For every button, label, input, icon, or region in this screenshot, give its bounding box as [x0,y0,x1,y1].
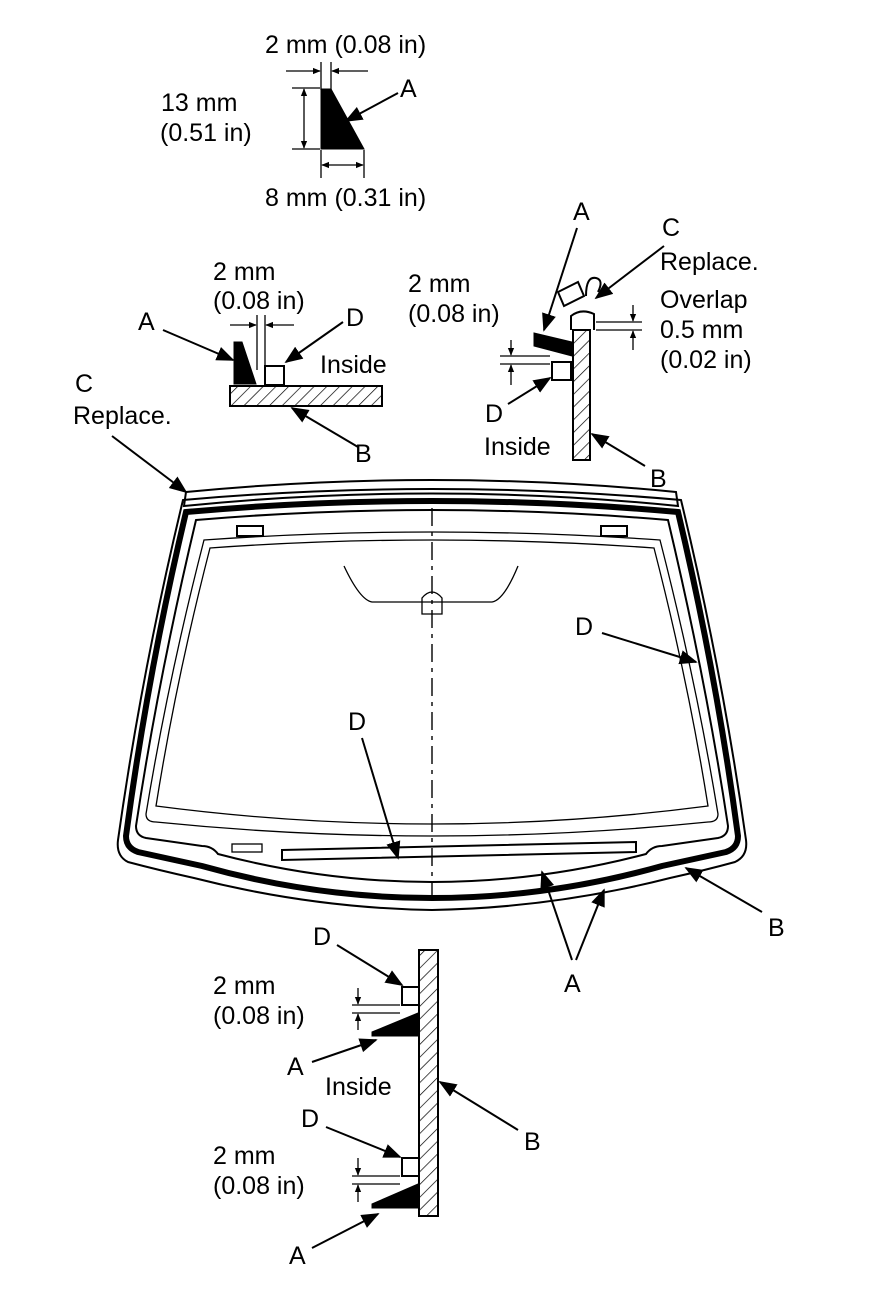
left-label-a: A [138,308,155,336]
bottom-adhesive-bead-1 [371,1012,419,1037]
windshield-label-b: B [768,914,785,942]
profile-height-in-label: (0.51 in) [160,119,252,147]
profile-leader-a [344,92,399,122]
right-leader-a [542,227,578,332]
adhesive-profile-detail: 2 mm (0.08 in) 13 mm (0.51 in) A 8 mm (0… [160,31,426,212]
windshield-lower-spacer-small [231,843,263,853]
mirror-area-outline [343,565,519,603]
bottom-dim1-mm-label: 2 mm [213,972,276,1000]
bottom-label-a1: A [287,1053,304,1081]
bottom-leader-b [438,1081,519,1131]
left-inside-label: Inside [320,351,387,379]
windshield-label-d-center: D [348,708,366,736]
profile-top-width-label: 2 mm (0.08 in) [265,31,426,59]
windshield-adhesive-band [122,498,742,902]
right-dim-in-label: (0.08 in) [408,300,500,328]
bottom-inside-label: Inside [325,1073,392,1101]
windshield-view: C Replace. D D A [73,370,785,998]
bottom-spacer-d1 [401,986,420,1006]
right-label-d: D [485,400,503,428]
right-glass-section [572,329,591,461]
right-overlap-in-label: (0.02 in) [660,346,752,374]
right-overlap-mm-label: 0.5 mm [660,316,743,344]
right-label-a: A [573,198,590,226]
left-spacer-d [264,365,285,386]
windshield-leader-d-right [601,632,698,665]
right-molding-clip [570,310,595,330]
left-glass-section [229,385,383,407]
windshield-inner-molding [134,509,730,884]
right-label-b: B [650,465,667,493]
left-section-detail: 2 mm (0.08 in) A D Inside B [138,258,387,468]
right-dim-mm-label: 2 mm [408,270,471,298]
profile-bottom-width-label: 8 mm (0.31 in) [265,184,426,212]
windshield-tab-right [600,525,628,537]
bottom-glass-section [418,949,439,1217]
left-leader-d [284,321,344,364]
bottom-label-d1: D [313,923,331,951]
bottom-spacer-d2 [401,1157,420,1177]
bottom-dim2-in-label: (0.08 in) [213,1172,305,1200]
windshield-label-a: A [564,970,581,998]
left-dim-in-label: (0.08 in) [213,287,305,315]
left-adhesive-bead [233,341,257,385]
windshield-leader-a-1 [540,870,573,961]
bottom-leader-d1 [336,944,404,986]
windshield-leader-b [684,867,763,913]
bottom-label-d2: D [301,1105,319,1133]
mirror-mount [421,591,443,615]
bottom-dim2-mm-label: 2 mm [213,1142,276,1170]
right-spacer-d [551,361,572,381]
right-replace-label: Replace. [660,248,759,276]
profile-label-a: A [400,75,417,103]
bottom-label-a2: A [289,1242,306,1270]
right-section-detail: A C Replace. 2 mm (0.08 in) Overlap 0.5 … [408,198,759,493]
right-leader-d [507,377,552,405]
left-leader-a [162,329,235,361]
right-label-c: C [662,214,680,242]
profile-height-mm-label: 13 mm [161,89,237,117]
bottom-label-b: B [524,1128,541,1156]
right-molding-hook [585,276,602,297]
windshield-tab-left [236,525,264,537]
bottom-leader-d2 [325,1126,402,1158]
windshield-lower-spacer-strip [281,840,637,862]
bottom-adhesive-bead-2 [371,1183,419,1209]
bottom-dim1-in-label: (0.08 in) [213,1002,305,1030]
adhesive-bead-profile [320,88,365,150]
windshield-print-inner [155,539,709,825]
bottom-leader-a1 [311,1038,378,1063]
left-label-d: D [346,304,364,332]
windshield-leader-c [111,435,188,494]
right-overlap-label: Overlap [660,286,748,314]
right-molding-piece [556,280,586,308]
windshield-leader-a-2 [575,888,605,961]
windshield-replace-label: Replace. [73,402,172,430]
right-inside-label: Inside [484,433,551,461]
windshield-leader-d-center [361,737,401,860]
windshield-top-molding [182,479,680,508]
bottom-leader-a2 [311,1213,380,1249]
windshield-label-d-right: D [575,613,593,641]
left-label-b: B [355,440,372,468]
left-dim-mm-label: 2 mm [213,258,276,286]
right-leader-c [594,245,665,300]
right-adhesive-bead [533,332,573,357]
bottom-section-detail: D 2 mm (0.08 in) A Inside B D 2 mm (0.08… [213,923,541,1270]
windshield-label-c: C [75,370,93,398]
right-leader-b [590,433,646,467]
left-leader-b [290,407,359,448]
windshield-print-outer [145,531,719,837]
